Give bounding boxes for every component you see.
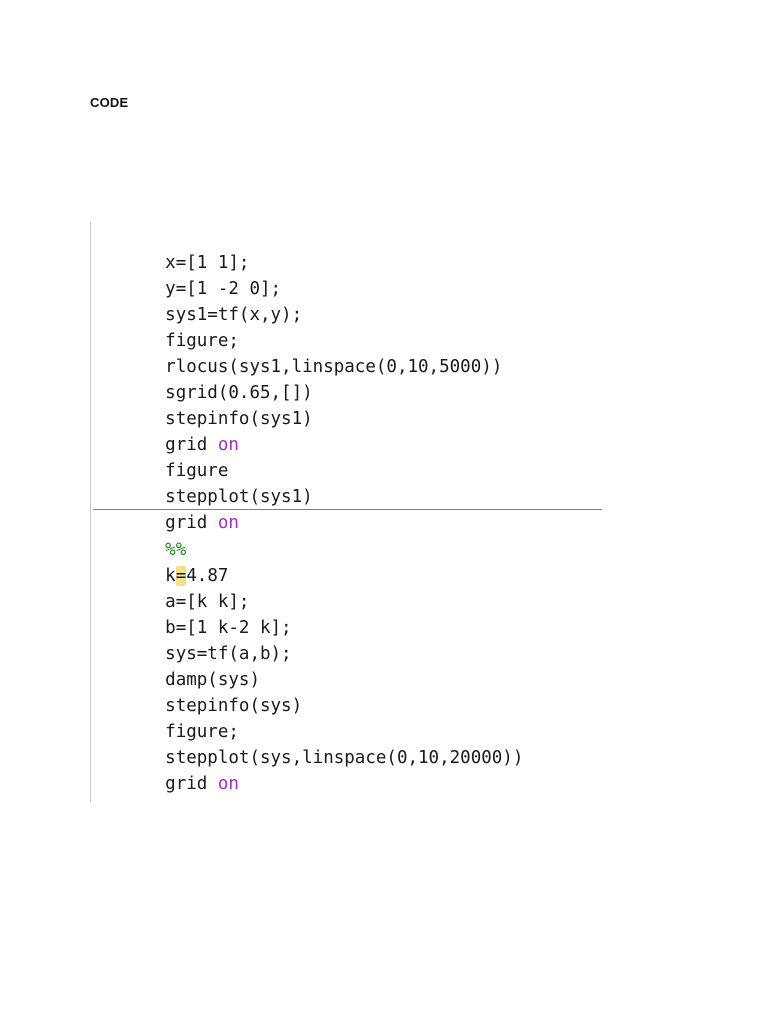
cell-divider bbox=[93, 509, 602, 510]
code-line: stepinfo(sys1) bbox=[123, 380, 313, 429]
code-line: %% bbox=[123, 511, 186, 560]
code-line: damp(sys) bbox=[123, 641, 260, 690]
code-text: stepplot(sys1) bbox=[165, 487, 313, 507]
code-line: a=[k k]; bbox=[123, 563, 249, 612]
code-line: grid on bbox=[123, 484, 239, 533]
code-editor-panel[interactable]: x=[1 1]; y=[1 -2 0]; sys1=tf(x,y); figur… bbox=[90, 222, 603, 802]
keyword-token: on bbox=[217, 513, 239, 533]
code-text: y=[1 -2 0]; bbox=[165, 279, 282, 299]
code-text: figure; bbox=[165, 331, 239, 351]
keyword-token: on bbox=[217, 774, 239, 794]
code-line: x=[1 1]; bbox=[123, 224, 249, 273]
code-line: b=[1 k-2 k]; bbox=[123, 589, 291, 638]
code-text: sys=tf(a,b); bbox=[165, 644, 292, 664]
code-line: grid on bbox=[123, 745, 239, 794]
code-line: y=[1 -2 0]; bbox=[123, 250, 281, 299]
code-text: grid bbox=[165, 513, 218, 533]
code-line: stepplot(sys1) bbox=[123, 458, 313, 507]
keyword-token: on bbox=[217, 435, 239, 455]
code-line: figure; bbox=[123, 693, 239, 742]
code-text: a=[k k]; bbox=[165, 592, 250, 612]
code-line: stepinfo(sys) bbox=[123, 667, 302, 716]
code-text: figure bbox=[165, 461, 229, 481]
code-text: figure; bbox=[165, 722, 239, 742]
code-line: k=4.87 bbox=[123, 537, 228, 586]
code-text: 4.87 bbox=[186, 566, 229, 586]
code-text: x=[1 1]; bbox=[165, 253, 250, 273]
code-text: rlocus(sys1,linspace(0,10,5000)) bbox=[165, 357, 503, 377]
code-text: stepinfo(sys1) bbox=[165, 409, 313, 429]
code-text: sys1=tf(x,y); bbox=[165, 305, 303, 325]
code-line: sys1=tf(x,y); bbox=[123, 276, 302, 325]
code-text: grid bbox=[165, 774, 218, 794]
code-line: figure bbox=[123, 432, 228, 481]
code-line: sys=tf(a,b); bbox=[123, 615, 291, 664]
code-line: sgrid(0.65,[]) bbox=[123, 354, 313, 403]
code-text: k bbox=[165, 566, 176, 586]
code-text: grid bbox=[165, 435, 218, 455]
code-text: b=[1 k-2 k]; bbox=[165, 618, 292, 638]
code-text: stepplot(sys,linspace(0,10,20000)) bbox=[165, 748, 524, 768]
page-heading: CODE bbox=[90, 95, 129, 110]
code-text: sgrid(0.65,[]) bbox=[165, 383, 313, 403]
code-line: grid on bbox=[123, 406, 239, 455]
cursor-highlight: = bbox=[175, 566, 187, 586]
code-text: damp(sys) bbox=[165, 670, 260, 690]
code-line: rlocus(sys1,linspace(0,10,5000)) bbox=[123, 328, 502, 377]
cell-comment: %% bbox=[165, 540, 187, 560]
code-text: stepinfo(sys) bbox=[165, 696, 303, 716]
code-line: figure; bbox=[123, 302, 239, 351]
code-line: stepplot(sys,linspace(0,10,20000)) bbox=[123, 719, 523, 768]
